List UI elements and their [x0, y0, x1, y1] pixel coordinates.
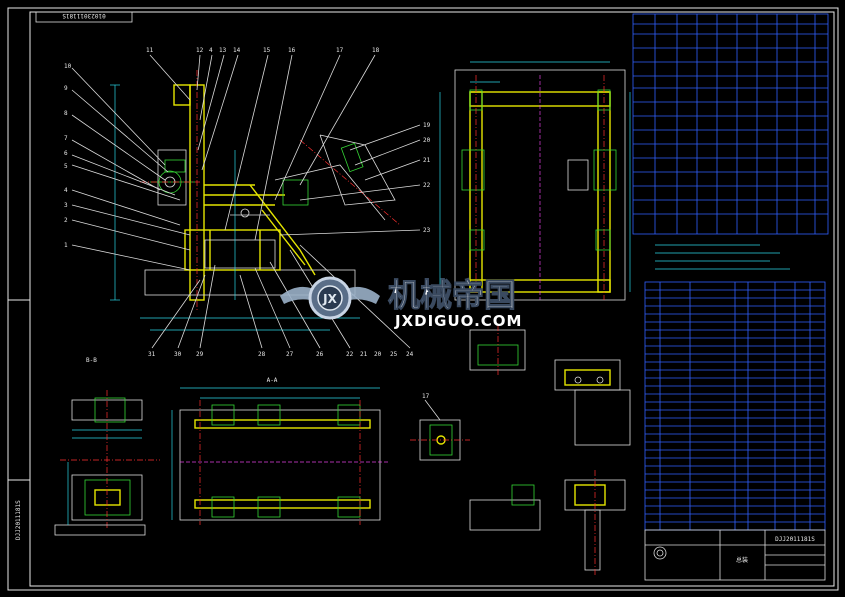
svg-text:3: 3 [64, 202, 68, 209]
svg-text:21: 21 [360, 351, 368, 358]
svg-text:12: 12 [196, 47, 204, 54]
svg-text:22: 22 [346, 351, 354, 358]
side-view [439, 61, 631, 301]
svg-text:28: 28 [258, 351, 266, 358]
parameter-table [632, 13, 829, 235]
svg-text:20: 20 [374, 351, 382, 358]
technical-notes [655, 244, 790, 270]
svg-text:1: 1 [64, 242, 68, 249]
svg-text:8: 8 [64, 110, 68, 117]
svg-text:21: 21 [423, 157, 431, 164]
title-doc-number: DJJ2011181S [775, 536, 815, 543]
inner-border [29, 11, 835, 587]
svg-text:4: 4 [209, 47, 213, 54]
rotated-drawing-number: 01023011181S [62, 12, 106, 19]
gear-wings-logo-icon: JX [280, 276, 380, 320]
svg-text:19: 19 [423, 122, 431, 129]
svg-text:17: 17 [422, 393, 430, 400]
callouts-top: 11 12 4 13 14 15 16 17 18 [146, 47, 380, 54]
svg-text:22: 22 [423, 182, 431, 189]
svg-text:29: 29 [196, 351, 204, 358]
svg-text:11: 11 [146, 47, 154, 54]
callouts-left: 10 9 8 7 6 5 4 3 2 1 [64, 63, 72, 249]
svg-text:20: 20 [423, 137, 431, 144]
title-doc-name: 总装 [736, 556, 748, 564]
svg-text:17: 17 [336, 47, 344, 54]
callouts-bottom: 31 30 29 28 27 26 22 21 20 25 24 [148, 351, 414, 358]
svg-text:31: 31 [148, 351, 156, 358]
section-label-a: A-A [267, 377, 278, 384]
bom-rows [645, 289, 825, 523]
section-label-b: B-B [86, 357, 97, 364]
svg-text:7: 7 [64, 135, 68, 142]
rotated-number-box [35, 11, 133, 23]
title-block[interactable]: 总装 DJJ2011181S [644, 529, 826, 581]
watermark-chinese: 机械帝国 [388, 276, 516, 314]
svg-text:26: 26 [316, 351, 324, 358]
svg-text:10: 10 [64, 63, 72, 70]
svg-text:16: 16 [288, 47, 296, 54]
detail-17: 17 [410, 393, 470, 461]
svg-text:30: 30 [174, 351, 182, 358]
svg-text:4: 4 [64, 187, 68, 194]
svg-text:27: 27 [286, 351, 294, 358]
svg-text:14: 14 [233, 47, 241, 54]
section-view-left [54, 390, 160, 536]
section-view-a-a: A-A [171, 377, 390, 525]
bill-of-materials [644, 281, 826, 531]
svg-text:2: 2 [64, 217, 68, 224]
svg-text:24: 24 [406, 351, 414, 358]
side-strip-label: DJJ2011181S [15, 500, 22, 540]
svg-text:23: 23 [423, 227, 431, 234]
svg-text:13: 13 [219, 47, 227, 54]
svg-text:18: 18 [372, 47, 380, 54]
svg-text:25: 25 [390, 351, 398, 358]
svg-text:6: 6 [64, 150, 68, 157]
svg-text:5: 5 [64, 163, 68, 170]
callouts-right: 19 20 21 22 23 [423, 122, 431, 234]
main-assembly-view [71, 54, 421, 349]
svg-text:15: 15 [263, 47, 271, 54]
detail-views-right [469, 325, 631, 575]
watermark-latin: JXDIGUO.COM [394, 312, 522, 330]
svg-text:JX: JX [322, 292, 337, 306]
outer-border [7, 7, 839, 591]
site-watermark: JX 机械帝国 JXDIGUO.COM [280, 276, 522, 330]
svg-text:9: 9 [64, 85, 68, 92]
